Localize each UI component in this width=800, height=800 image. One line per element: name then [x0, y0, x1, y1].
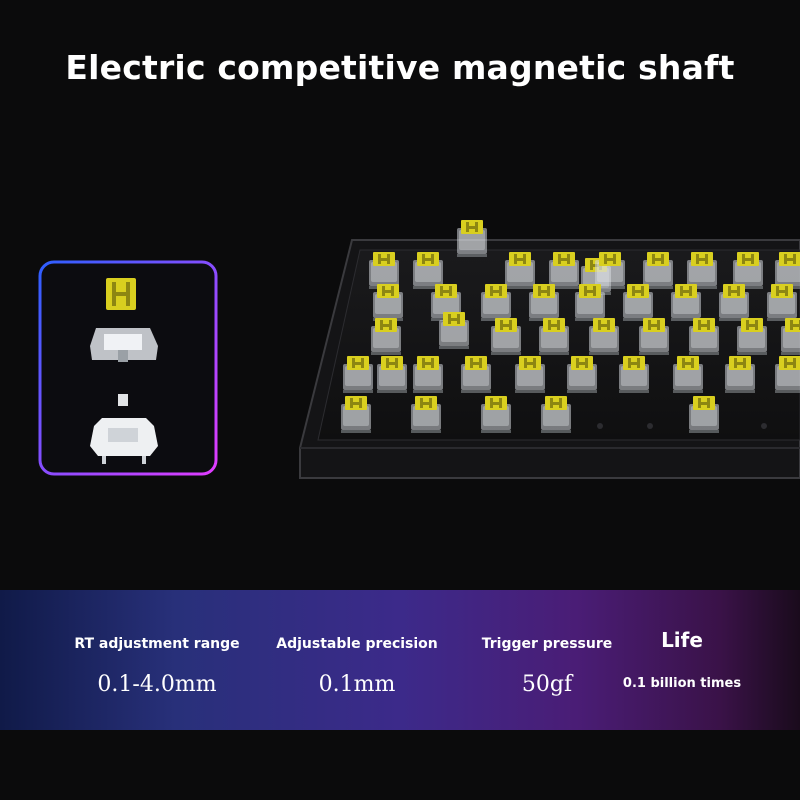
spec-value: 0.1-4.0mm	[97, 672, 217, 697]
spec-label: Life	[661, 628, 703, 652]
magnet-part	[118, 394, 128, 406]
spec-value: 0.1 billion times	[622, 676, 742, 691]
keyboard-illustration	[38, 220, 800, 479]
top-housing-part	[90, 328, 158, 362]
exploded-view-frame	[38, 260, 218, 476]
lifted-switch	[457, 220, 487, 257]
spec-band: RT adjustment range 0.1-4.0mm Adjustable…	[0, 590, 800, 730]
spec-trigger-pressure: Trigger pressure 50gf	[472, 590, 622, 730]
page-title: Electric competitive magnetic shaft	[65, 48, 735, 87]
bottom-housing-part	[90, 418, 158, 464]
spec-rt-range: RT adjustment range 0.1-4.0mm	[52, 590, 262, 730]
spec-precision: Adjustable precision 0.1mm	[262, 590, 452, 730]
spec-label: Trigger pressure	[481, 636, 613, 652]
spec-value: 50gf	[521, 672, 573, 697]
spec-label: RT adjustment range	[74, 636, 240, 652]
spec-life: Life 0.1 billion times	[612, 590, 752, 730]
spec-value: 0.1mm	[318, 672, 396, 697]
stem-part	[106, 278, 136, 310]
spec-label: Adjustable precision	[276, 636, 438, 652]
